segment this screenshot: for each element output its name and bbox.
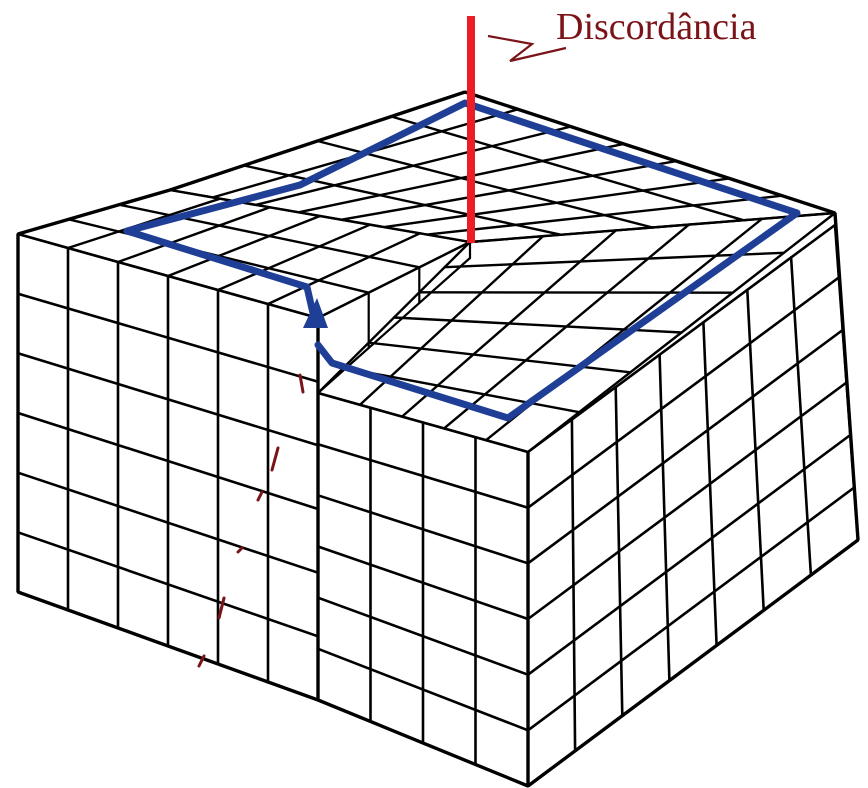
top-face-lower-line [443, 251, 785, 269]
block-edge [17, 188, 171, 236]
slip-trace-mark [256, 490, 264, 502]
right-face-line [526, 276, 841, 510]
right-face-line [526, 486, 856, 732]
front-face-line [16, 292, 320, 384]
step-face-line [316, 240, 472, 320]
top-face-raised-line [118, 203, 421, 269]
burgers-circuit-arrowhead [303, 298, 328, 328]
slip-trace-mark [270, 446, 280, 472]
block-edge [169, 90, 466, 192]
front-face-lower-line [316, 493, 530, 565]
right-face-line [526, 328, 845, 565]
block-edge [526, 538, 860, 788]
crystal-lattice-block [16, 90, 860, 788]
front-face-lower-line [316, 647, 530, 732]
top-face-back-line [316, 139, 654, 229]
top-face-back-line [390, 115, 745, 222]
dislocation-label: Discordância [556, 6, 757, 48]
right-face-line [526, 223, 837, 454]
front-face-line [16, 411, 320, 511]
right-face-line [526, 433, 852, 677]
top-face-raised-line [116, 206, 272, 264]
front-face-lower-line [316, 596, 530, 677]
slip-trace-mark [298, 373, 305, 394]
front-face-line [16, 530, 320, 638]
block-edge [17, 590, 319, 702]
top-face-lower-line [367, 341, 632, 374]
burgers-circuit [123, 99, 801, 422]
top-face-raised-line [266, 232, 422, 306]
front-face-lower-line [316, 442, 530, 510]
front-face-line [16, 471, 320, 575]
top-face-lower-line [468, 211, 837, 244]
block-edge [833, 212, 860, 541]
block-edge [464, 90, 836, 215]
top-face-back-line [242, 164, 563, 237]
front-face-lower-line [316, 545, 530, 621]
slip-trace-mark [236, 546, 244, 554]
top-face-raised-line [166, 214, 322, 278]
front-face-line [16, 351, 320, 447]
slip-plane-trace [197, 373, 305, 668]
step-face-line [316, 256, 472, 395]
top-face-back-line [168, 188, 472, 244]
top-face-raised-line [216, 223, 372, 292]
slip-trace-mark [197, 654, 206, 668]
label-pointer-arrow [487, 34, 567, 63]
right-face-line [526, 381, 848, 621]
slip-trace-mark [217, 596, 226, 620]
block-edge [317, 698, 529, 788]
top-face-lower-line [316, 391, 530, 454]
block-outline [16, 90, 860, 788]
top-face-raised-line [16, 232, 320, 320]
